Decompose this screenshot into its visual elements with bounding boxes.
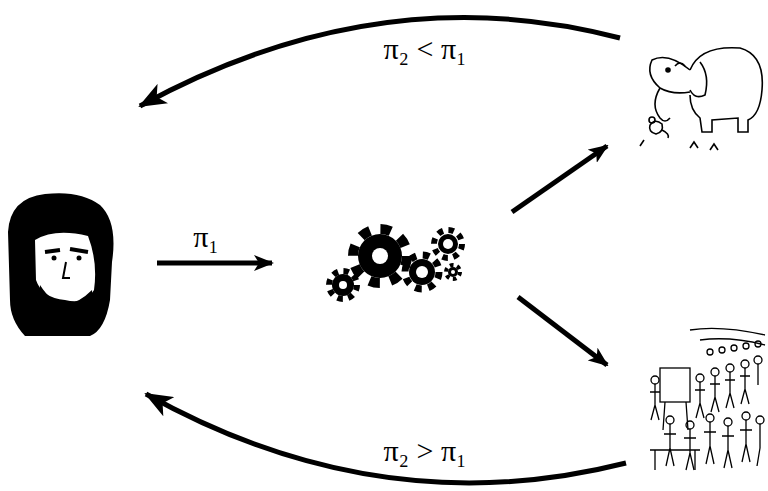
face-portrait [8, 193, 114, 336]
elephant-cartoon [640, 48, 762, 150]
input-arrow [157, 261, 272, 266]
arrow-to-elephant [512, 146, 607, 212]
arrows [140, 18, 626, 483]
inequality-label-bottom: π₂ > π₁ [380, 434, 469, 467]
inequality-label-top: π₂ < π₁ [380, 32, 469, 65]
return-arrow-bottom [146, 394, 626, 483]
crowd-sketch [650, 328, 765, 470]
arrow-to-crowd [518, 297, 607, 365]
return-arrow-top [140, 18, 620, 106]
gears [329, 229, 462, 299]
input-label: π₁ [190, 220, 222, 253]
